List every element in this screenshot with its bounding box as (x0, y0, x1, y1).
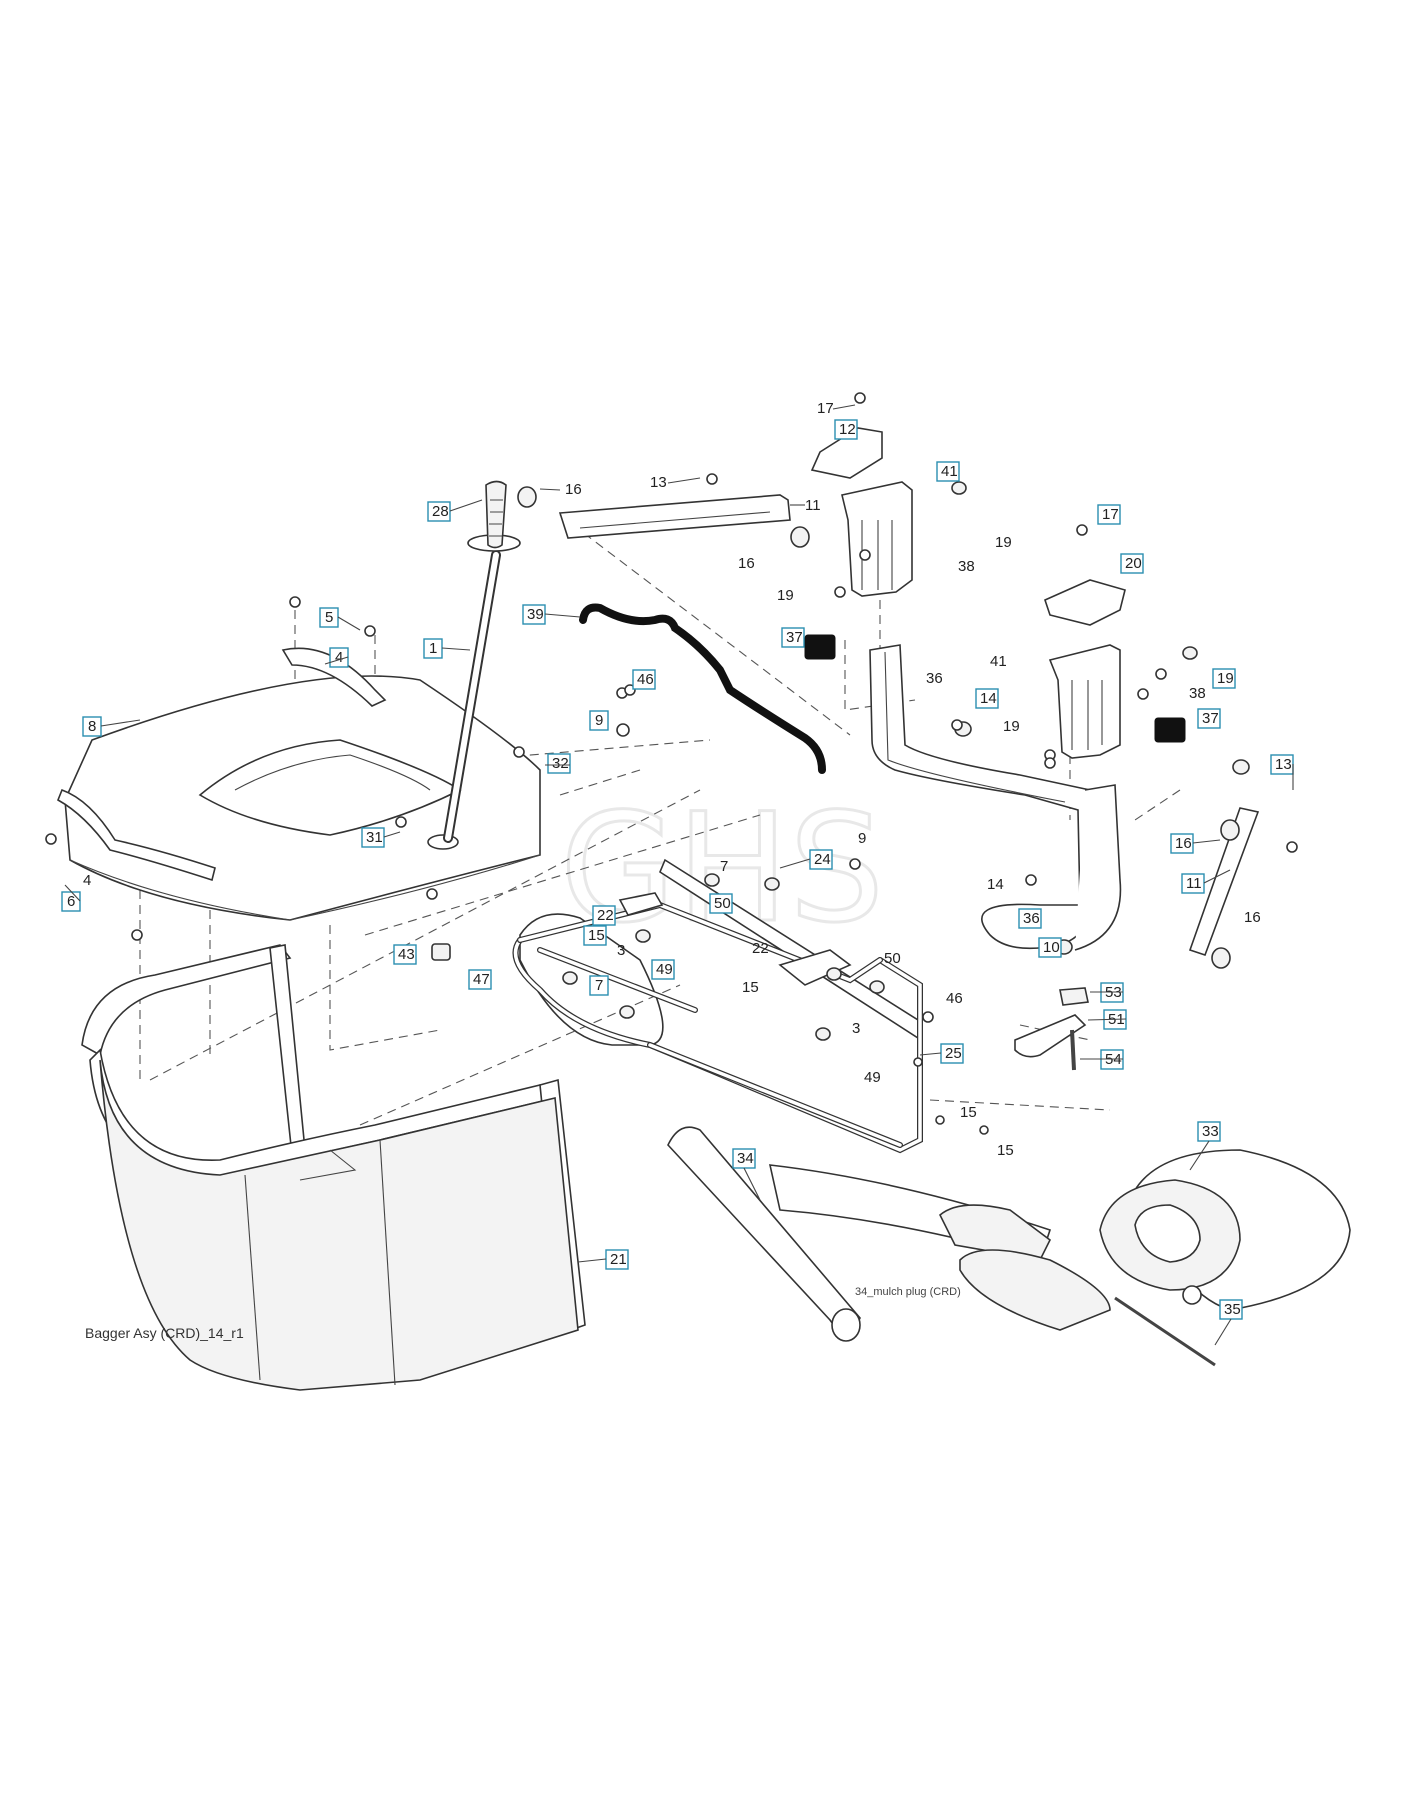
callout-46b: 46 (946, 990, 963, 1007)
callout-13b: 13 (1275, 756, 1292, 773)
callout-47: 47 (473, 971, 490, 988)
callout-9b: 9 (858, 830, 866, 847)
callout-leaders (64, 404, 1294, 1346)
black-rod-part (579, 603, 826, 774)
bagger-handle-part (56, 647, 387, 882)
callout-15c: 15 (960, 1104, 977, 1121)
part-callouts: 12 41 17 20 28 39 5 4 1 8 37 46 9 14 19 … (61, 400, 1294, 1320)
callout-50a: 50 (714, 895, 731, 912)
callout-14a: 14 (980, 690, 997, 707)
hardware-items (45, 392, 1298, 1135)
callout-41b: 41 (990, 653, 1007, 670)
callout-22b: 22 (752, 940, 769, 957)
callout-38b: 38 (1189, 685, 1206, 702)
callout-49b: 49 (864, 1069, 881, 1086)
mount-tube-part (869, 644, 1122, 951)
callout-43: 43 (398, 946, 415, 963)
callout-16d: 16 (1244, 909, 1261, 926)
callout-8: 8 (88, 718, 96, 735)
callout-19a: 19 (995, 534, 1012, 551)
upper-mount-part (804, 427, 913, 660)
callout-21: 21 (610, 1251, 627, 1268)
callout-12: 12 (839, 421, 856, 438)
callout-35: 35 (1224, 1301, 1241, 1318)
callout-1: 1 (429, 640, 437, 657)
callout-36a: 36 (926, 670, 943, 687)
callout-7b: 7 (595, 977, 603, 994)
right-mount-part (1044, 579, 1186, 759)
callout-46a: 46 (637, 671, 654, 688)
callout-33: 33 (1202, 1123, 1219, 1140)
latch-part (1014, 987, 1089, 1071)
callout-3b: 3 (852, 1020, 860, 1037)
callout-28: 28 (432, 503, 449, 520)
callout-15d: 15 (997, 1142, 1014, 1159)
callout-6: 6 (67, 893, 75, 910)
callout-50b: 50 (884, 950, 901, 967)
callout-10: 10 (1043, 939, 1060, 956)
callout-32: 32 (552, 755, 569, 772)
bracket-top-part (558, 494, 791, 539)
callout-22a: 22 (597, 907, 614, 924)
handle-tube-part (443, 480, 521, 843)
callout-4a: 4 (335, 649, 343, 666)
callout-31: 31 (366, 829, 383, 846)
callout-16c: 16 (1175, 835, 1192, 852)
callout-17a: 17 (817, 400, 834, 417)
callout-16b: 16 (738, 555, 755, 572)
callout-13a: 13 (650, 474, 667, 491)
callout-19b: 19 (777, 587, 794, 604)
callout-49a: 49 (656, 961, 673, 978)
callout-19c: 19 (1217, 670, 1234, 687)
callout-37a: 37 (786, 629, 803, 646)
diagram-caption: Bagger Asy (CRD)_14_r1 (85, 1325, 244, 1341)
mulch-plug-note: 34_mulch plug (CRD) (855, 1286, 961, 1298)
callout-9a: 9 (595, 712, 603, 729)
callout-37b: 37 (1202, 710, 1219, 727)
callout-38a: 38 (958, 558, 975, 575)
bag-frame-part (81, 944, 586, 1391)
callout-7a: 7 (720, 858, 728, 875)
mulch-plug-part (667, 1126, 1351, 1367)
callout-39: 39 (527, 606, 544, 623)
callout-5: 5 (325, 609, 333, 626)
callout-11b: 11 (1186, 875, 1202, 892)
callout-15a: 15 (588, 927, 605, 944)
callout-20: 20 (1125, 555, 1142, 572)
callout-36b: 36 (1023, 910, 1040, 927)
callout-11a: 11 (805, 497, 821, 514)
callout-3a: 3 (617, 942, 625, 959)
callout-14b: 14 (987, 876, 1004, 893)
callout-4b: 4 (83, 872, 91, 889)
callout-15b: 15 (742, 979, 759, 996)
callout-17b: 17 (1102, 506, 1119, 523)
callout-19d: 19 (1003, 718, 1020, 735)
bracket-right-part (1188, 807, 1260, 957)
callout-41a: 41 (941, 463, 958, 480)
callout-25: 25 (945, 1045, 962, 1062)
callout-24: 24 (814, 851, 831, 868)
callout-16a: 16 (565, 481, 582, 498)
callout-34: 34 (737, 1150, 754, 1167)
